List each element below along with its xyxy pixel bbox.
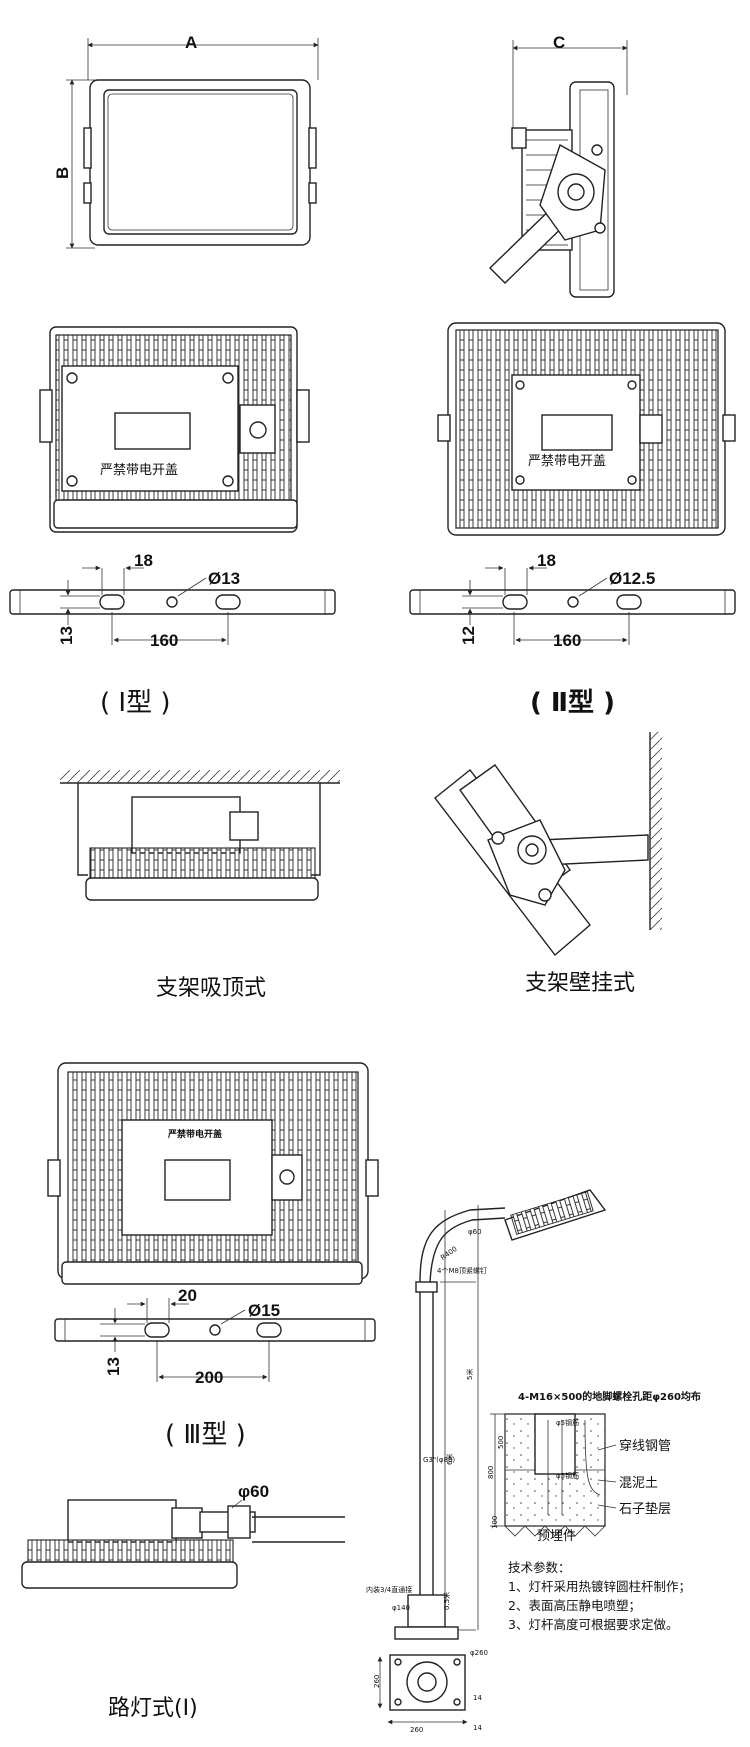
t2-dim-d125: Ø12.5 (609, 569, 655, 588)
t2-dim-18: 18 (537, 551, 556, 570)
pole-phi60: φ60 (468, 1228, 482, 1236)
front-view: A B (53, 33, 319, 249)
foundation-pipe: 穿线钢管 (619, 1438, 671, 1454)
foundation-gravel: 石子垫层 (619, 1501, 671, 1517)
type1-warning: 严禁带电开盖 (100, 463, 178, 478)
t3-dim-200: 200 (195, 1368, 223, 1387)
pole-r400: R400 (439, 1245, 459, 1262)
pole-bolt: 4个M8顶紧螺钉 (437, 1266, 487, 1275)
t1-dim-160: 160 (150, 631, 178, 650)
streetlight-phi60: φ60 (238, 1482, 269, 1501)
streetlight-side (21, 1499, 345, 1589)
caption-type1: ( Ⅰ型 ) (100, 688, 171, 718)
wall-mount (434, 732, 662, 957)
caption-ceiling: 支架吸顶式 (156, 976, 267, 1001)
dim-b: B (53, 167, 72, 179)
caption-type3: ( Ⅲ型 ) (165, 1420, 246, 1450)
pole-g3: G3"(φ88) (423, 1456, 455, 1464)
t2-dim-12: 12 (459, 626, 478, 645)
foundation-100: 100 (491, 1516, 499, 1529)
t1-dim-13: 13 (57, 626, 76, 645)
type2-back-view (437, 322, 736, 536)
dim-a: A (185, 33, 197, 52)
foundation-rebar1: φ5钢筋 (556, 1418, 579, 1427)
dim-c: C (553, 33, 565, 52)
pole-phi140: φ140 (392, 1604, 410, 1612)
t2-dim-160: 160 (553, 631, 581, 650)
t3-dim-20: 20 (178, 1286, 197, 1305)
pole-14b: 14 (473, 1724, 482, 1732)
type3-back-view (47, 1062, 379, 1285)
pole-14a: 14 (473, 1694, 482, 1702)
t1-dim-18: 18 (134, 551, 153, 570)
ceiling-mount (60, 770, 340, 901)
type3-bracket (54, 1298, 376, 1382)
t3-dim-13: 13 (104, 1357, 123, 1376)
foundation-embedded: 预埋件 (537, 1529, 576, 1544)
foundation-500: 500 (497, 1436, 505, 1449)
tech-spec-item: 1、灯杆采用热镀锌圆柱杆制作； (508, 1579, 691, 1594)
tech-spec-item: 3、灯杆高度可根据要求定做。 (508, 1617, 679, 1632)
type2-bracket (409, 565, 736, 645)
foundation-concrete: 混泥土 (619, 1476, 658, 1491)
tech-spec-item: 2、表面高压静电喷塑； (508, 1598, 641, 1613)
pole-260b: 260 (373, 1675, 381, 1688)
foundation-800: 800 (487, 1466, 495, 1479)
tech-specs: 技术参数： 1、灯杆采用热镀锌圆柱杆制作； 2、表面高压静电喷塑； 3、灯杆高度… (508, 1558, 691, 1634)
tech-specs-title: 技术参数： (508, 1560, 571, 1575)
pole-phi260: φ260 (470, 1649, 488, 1657)
type1-back-view (39, 326, 310, 533)
type1-bracket (9, 565, 336, 645)
caption-type2: ( Ⅱ型 ) (530, 688, 615, 718)
pole-half-m: 0.5米 (442, 1592, 451, 1610)
caption-streetlight: 路灯式(Ⅰ) (108, 1696, 198, 1721)
pole-6m: 6米 (445, 1454, 454, 1465)
t3-dim-d15: Ø15 (248, 1301, 280, 1320)
pole-5m: 5米 (465, 1369, 474, 1380)
pole-260a: 260 (410, 1726, 423, 1734)
side-view: C (489, 33, 628, 298)
type2-warning: 严禁带电开盖 (528, 454, 606, 469)
foundation-title: 4-M16×500的地脚螺栓孔距φ260均布 (518, 1390, 701, 1403)
t1-dim-d13: Ø13 (208, 569, 240, 588)
foundation-rebar2: φ5钢筋 (556, 1471, 579, 1480)
pole-drawing (377, 1189, 607, 1725)
foundation-drawing (490, 1413, 617, 1537)
type3-warning: 严禁带电开盖 (167, 1128, 222, 1140)
caption-wall: 支架壁挂式 (525, 971, 636, 996)
pole-inner: 内装3/4直通接 (366, 1585, 412, 1594)
